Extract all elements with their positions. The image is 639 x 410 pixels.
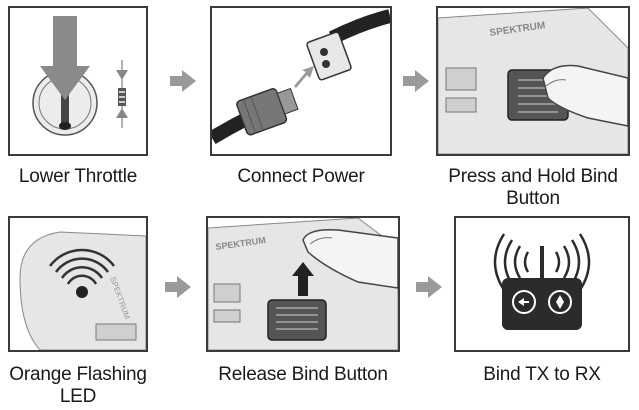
step-orange-led-panel: SPEKTRUM (8, 216, 148, 352)
caption-press-bind: Press and Hold Bind Button (430, 166, 636, 210)
receiver-led-illustration: SPEKTRUM (19, 231, 146, 350)
caption-press-bind-line1: Press and Hold Bind (448, 166, 618, 187)
receiver-release-illustration: SPEKTRUM (208, 218, 398, 350)
down-arrow-icon (40, 16, 90, 100)
led-signal-icon (49, 248, 115, 298)
caption-orange-led-line2: LED (59, 386, 97, 407)
power-connector-illustration (212, 9, 390, 145)
step-press-bind-panel: SPEKTRUM (436, 6, 630, 156)
caption-press-bind-line2: Button (506, 188, 560, 209)
up-arrow-icon (292, 262, 314, 296)
arrow-right-icon (170, 70, 196, 92)
step-bind-tx-rx-panel (454, 216, 630, 352)
throttle-stick-illustration (32, 16, 128, 136)
arrow-right-icon (165, 276, 191, 298)
stick-travel-indicator (116, 60, 128, 128)
step-release-bind-panel: SPEKTRUM (206, 216, 400, 352)
transmitter-icon (493, 233, 591, 330)
receiver-press-illustration: SPEKTRUM (438, 8, 628, 154)
bind-button-icon (267, 299, 327, 341)
caption-bind-tx-rx: Bind TX to RX (483, 364, 601, 385)
arrow-right-icon (403, 70, 429, 92)
caption-lower-throttle: Lower Throttle (18, 166, 138, 187)
caption-connect-power: Connect Power (237, 166, 365, 187)
caption-release-bind: Release Bind Button (218, 364, 388, 385)
step-connect-power-panel (210, 6, 392, 156)
connect-arrow-icon (294, 66, 314, 88)
step-lower-throttle-panel (8, 6, 148, 156)
arrow-right-icon (416, 276, 442, 298)
caption-orange-led-line1: Orange Flashing (9, 364, 147, 385)
caption-orange-led: Orange Flashing LED (0, 364, 156, 408)
